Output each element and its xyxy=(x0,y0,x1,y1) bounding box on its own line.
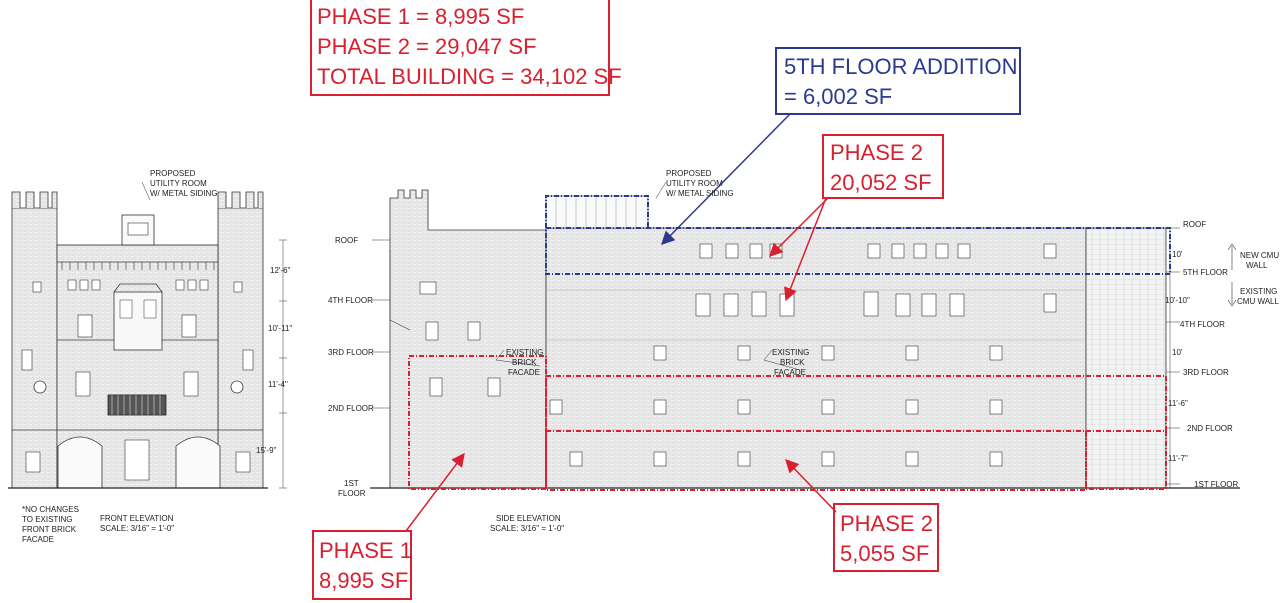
front-utility-label-1: PROPOSED xyxy=(150,169,196,178)
phase2-lower-outline xyxy=(545,430,1087,491)
addition-line-2: = 6,002 SF xyxy=(784,84,892,109)
phase2-upper-line-1: PHASE 2 xyxy=(830,140,923,165)
front-note-4: FACADE xyxy=(22,535,54,544)
side-utility-label-3: W/ METAL SIDING xyxy=(666,189,734,198)
brick-a-1: EXISTING xyxy=(506,348,543,357)
utility-addition-outline xyxy=(545,195,649,228)
front-title: FRONT ELEVATION xyxy=(100,514,174,523)
phase2-lower-line-2: 5,055 SF xyxy=(840,541,929,566)
side-floor-1st-word: FLOOR xyxy=(338,489,366,498)
brick-b-2: BRICK xyxy=(780,358,805,367)
phase1-box xyxy=(312,530,412,600)
front-dim-1: 12'-6" xyxy=(270,266,291,275)
phase2-lower-line-1: PHASE 2 xyxy=(840,511,933,536)
front-note-3: FRONT BRICK xyxy=(22,525,77,534)
front-utility-label-3: W/ METAL SIDING xyxy=(150,189,218,198)
wall-existing-1: EXISTING xyxy=(1240,287,1277,296)
summary-line-3: TOTAL BUILDING = 34,102 SF xyxy=(317,64,622,89)
front-utility-label-2: UTILITY ROOM xyxy=(150,179,207,188)
phase2-upper-arrow-a xyxy=(769,197,829,257)
right-floor-3rd: 3RD FLOOR xyxy=(1183,368,1229,377)
brick-a-2: BRICK xyxy=(512,358,537,367)
side-utility-label-2: UTILITY ROOM xyxy=(666,179,723,188)
side-title: SIDE ELEVATION xyxy=(496,514,561,523)
side-floor-2nd: 2ND FLOOR xyxy=(328,404,374,413)
brick-a-3: FACADE xyxy=(508,368,540,377)
phase1-line-1: PHASE 1 xyxy=(319,538,412,563)
front-dim-4: 15'-9" xyxy=(256,446,277,455)
wall-new-1: NEW CMU xyxy=(1240,251,1279,260)
phase1-arrow xyxy=(405,452,465,532)
phase2-lower-arrow xyxy=(785,459,837,513)
right-dim-2: 10'-10" xyxy=(1165,296,1190,305)
side-floor-1st: 1ST xyxy=(344,479,359,488)
right-floor-5th: 5TH FLOOR xyxy=(1183,268,1228,277)
wall-new-2: WALL xyxy=(1246,261,1268,270)
side-floor-3rd: 3RD FLOOR xyxy=(328,348,374,357)
right-floor-roof: ROOF xyxy=(1183,220,1206,229)
right-floor-4th: 4TH FLOOR xyxy=(1180,320,1225,329)
front-dim-3: 11'-4" xyxy=(268,380,288,389)
right-dim-3: 10' xyxy=(1172,348,1183,357)
wall-existing-2: CMU WALL xyxy=(1237,297,1279,306)
front-note-1: *NO CHANGES xyxy=(22,505,79,514)
side-floor-roof: ROOF xyxy=(335,236,358,245)
summary-box xyxy=(310,0,610,96)
side-utility-label-1: PROPOSED xyxy=(666,169,712,178)
right-dim-1: 10' xyxy=(1172,250,1183,259)
summary-line-1: PHASE 1 = 8,995 SF xyxy=(317,4,524,29)
right-floor-2nd: 2ND FLOOR xyxy=(1187,424,1233,433)
addition-arrow xyxy=(661,113,791,245)
side-elevation xyxy=(370,181,1240,489)
brick-b-1: EXISTING xyxy=(772,348,809,357)
right-dim-5: 11'-7" xyxy=(1168,454,1188,463)
front-elevation xyxy=(8,181,287,489)
addition-outline xyxy=(545,227,1171,275)
right-dim-4: 11'-6" xyxy=(1168,399,1188,408)
summary-line-2: PHASE 2 = 29,047 SF xyxy=(317,34,537,59)
side-floor-4th: 4TH FLOOR xyxy=(328,296,373,305)
side-scale: SCALE: 3/16" = 1'-0" xyxy=(490,524,564,533)
addition-box xyxy=(775,47,1021,115)
phase2-lower-box xyxy=(833,503,939,572)
phase2-upper-box xyxy=(822,134,944,199)
front-dim-2: 10'-11" xyxy=(268,324,292,333)
phase1-line-2: 8,995 SF xyxy=(319,568,408,593)
phase-outlines xyxy=(408,195,1171,491)
front-scale: SCALE: 3/16" = 1'-0" xyxy=(100,524,174,533)
right-floor-1st: 1ST FLOOR xyxy=(1194,480,1239,489)
phase2-cmu-outline xyxy=(1085,430,1167,490)
phase2-upper-arrow-b xyxy=(784,197,827,302)
phase2-upper-line-2: 20,052 SF xyxy=(830,170,932,195)
front-note-2: TO EXISTING xyxy=(22,515,73,524)
brick-b-3: FACADE xyxy=(774,368,806,377)
addition-line-1: 5TH FLOOR ADDITION xyxy=(784,54,1017,79)
